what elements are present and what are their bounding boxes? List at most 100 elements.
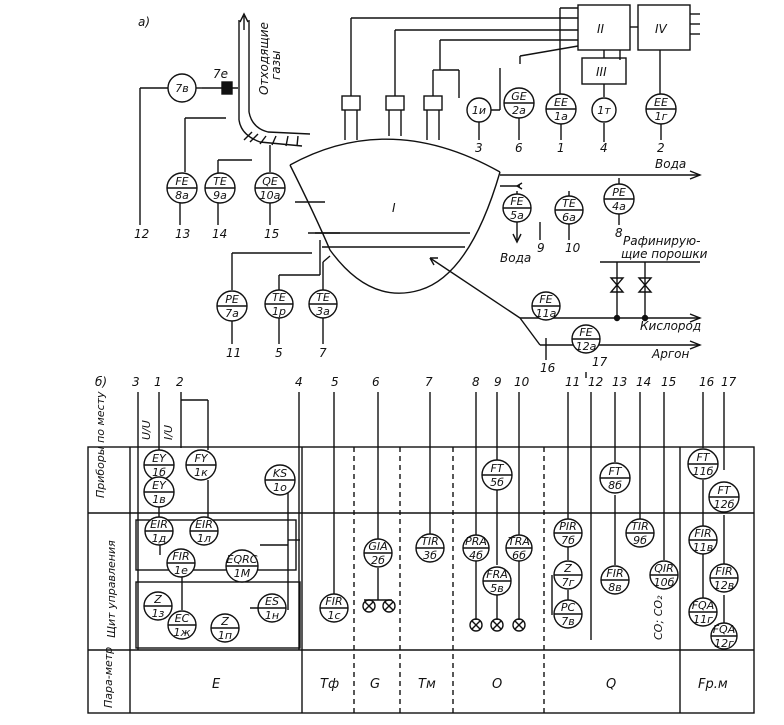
svg-text:5: 5 — [331, 375, 339, 389]
alarm-lamps — [362, 599, 526, 632]
svg-text:FT: FT — [608, 465, 622, 478]
inst-fir1e: FIR 1е — [166, 548, 196, 578]
svg-text:15: 15 — [264, 227, 279, 241]
inst-qir10b: QIR 10б — [649, 560, 679, 590]
svg-text:9а: 9а — [213, 189, 227, 202]
control-boxes — [351, 4, 700, 97]
parameter-labels: E Tф G Tм O Q Fр.м — [212, 677, 728, 692]
inst-fe11a: FE 11а — [531, 291, 561, 321]
svg-text:PC: PC — [561, 601, 576, 614]
inst-fe8a: FE 8а — [166, 172, 198, 204]
part-b-top-numbers: 3 1 2 4 5 6 7 8 9 10 11 12 13 14 15 16 1… — [132, 375, 737, 389]
inst-fir8v: FIR 8в — [600, 565, 630, 595]
svg-text:4: 4 — [295, 375, 303, 389]
svg-text:3а: 3а — [316, 305, 330, 318]
inst-z1z: Z 1з — [143, 591, 173, 621]
svg-text:1р: 1р — [272, 305, 286, 318]
inst-fqa12g: FQA 12г — [710, 622, 738, 650]
svg-text:6: 6 — [372, 375, 380, 389]
inst-ft5b: FT 5б — [481, 459, 513, 491]
svg-text:12: 12 — [134, 227, 149, 241]
svg-text:KS: KS — [273, 467, 287, 480]
svg-text:FIR: FIR — [325, 595, 342, 608]
svg-text:PE: PE — [612, 186, 626, 199]
svg-text:1д: 1д — [152, 532, 167, 545]
inst-te3a: TE 3а — [308, 289, 338, 319]
svg-text:1и: 1и — [472, 104, 486, 117]
inst-pc7v: PC 7в — [553, 599, 583, 629]
water-out-label: Вода — [500, 251, 531, 265]
svg-text:FT: FT — [696, 451, 710, 464]
svg-text:1а: 1а — [554, 110, 568, 123]
svg-text:GE: GE — [511, 90, 527, 103]
svg-text:Q: Q — [606, 677, 616, 692]
lamp-icon — [490, 618, 504, 632]
svg-text:5а: 5а — [510, 209, 524, 222]
svg-text:EC: EC — [175, 612, 190, 625]
svg-text:8в: 8в — [608, 581, 621, 594]
svg-text:11б: 11б — [693, 465, 714, 478]
valve-label: 7е — [213, 67, 228, 81]
inst-ks1o: KS 1о — [264, 464, 296, 496]
inst-7v: 7в — [167, 73, 197, 103]
svg-text:9б: 9б — [633, 534, 647, 547]
svg-text:8: 8 — [472, 375, 480, 389]
inst-te9a: TE 9а — [204, 172, 236, 204]
svg-text:TE: TE — [272, 291, 286, 304]
svg-text:ES: ES — [265, 595, 279, 608]
svg-text:6а: 6а — [562, 211, 576, 224]
svg-text:1е: 1е — [174, 564, 188, 577]
svg-text:6б: 6б — [512, 549, 526, 562]
gas-label: CO; CO₂ — [652, 595, 665, 640]
box-iv: IV — [655, 22, 668, 36]
svg-text:TIR: TIR — [631, 520, 649, 533]
svg-text:1: 1 — [557, 141, 565, 155]
svg-text:7: 7 — [319, 346, 327, 360]
svg-text:7а: 7а — [225, 307, 239, 320]
svg-text:11в: 11в — [693, 541, 713, 554]
svg-text:3б: 3б — [423, 549, 437, 562]
water-in-label: Вода — [655, 157, 686, 171]
svg-text:10: 10 — [565, 241, 581, 255]
svg-text:14: 14 — [212, 227, 227, 241]
svg-text:Fр.м: Fр.м — [698, 677, 728, 692]
svg-text:1н: 1н — [265, 609, 279, 622]
powders-label-1: Рафинирую- — [623, 234, 700, 248]
svg-text:1М: 1М — [234, 567, 251, 580]
part-a-leads — [139, 68, 662, 378]
voltage-label-uu: U/U — [140, 420, 153, 440]
svg-text:10: 10 — [514, 375, 530, 389]
svg-text:12а: 12а — [576, 340, 597, 353]
inst-ee1a: EE 1а — [545, 93, 577, 125]
svg-text:7г: 7г — [562, 576, 575, 589]
inst-ft12b: FT 12б — [708, 481, 740, 513]
part-b-label: б) — [95, 375, 107, 389]
svg-text:FRA: FRA — [486, 568, 508, 581]
oxygen-label: Кислород — [640, 319, 701, 333]
svg-text:8: 8 — [615, 226, 623, 240]
inst-1i: 1и — [466, 97, 492, 123]
svg-text:Tф: Tф — [320, 677, 339, 692]
inst-pe4a: PE 4а — [603, 183, 635, 215]
svg-text:4а: 4а — [612, 200, 626, 213]
svg-text:8а: 8а — [175, 189, 189, 202]
inst-ey1b: EY 1б — [143, 449, 175, 481]
svg-text:1з: 1з — [152, 607, 165, 620]
lamp-icon — [512, 618, 526, 632]
svg-text:FT: FT — [717, 484, 731, 497]
svg-text:15: 15 — [661, 375, 676, 389]
svg-text:EIR: EIR — [195, 518, 213, 531]
svg-text:TRA: TRA — [508, 535, 530, 548]
svg-text:PE: PE — [225, 293, 239, 306]
svg-text:1: 1 — [154, 375, 162, 389]
svg-text:Z: Z — [563, 562, 572, 575]
svg-text:12: 12 — [588, 375, 603, 389]
inst-eqrc1m: EQRC 1М — [225, 549, 259, 583]
inst-fy1k: FY 1к — [185, 449, 217, 481]
svg-text:FIR: FIR — [694, 527, 711, 540]
svg-text:1г: 1г — [655, 110, 668, 123]
svg-text:E: E — [212, 677, 221, 692]
svg-text:1п: 1п — [218, 629, 232, 642]
valve-7e — [202, 81, 238, 95]
